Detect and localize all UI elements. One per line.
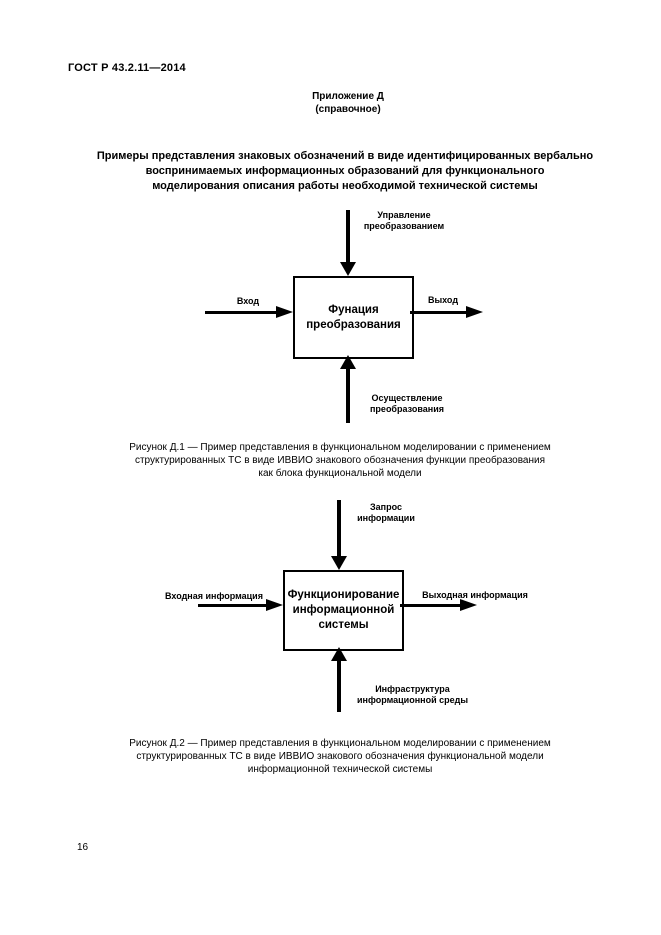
fig1-mechanism-arrowhead-icon: [340, 355, 356, 369]
appendix-title: Приложение Д: [312, 91, 384, 102]
fig2-input-arrow-line: [198, 604, 268, 607]
figure-1-caption: Рисунок Д.1 — Пример представления в фун…: [129, 442, 551, 479]
appendix-note: (справочное): [315, 104, 381, 115]
fig2-mechanism-label: Инфраструктура информационной среды: [356, 684, 469, 705]
fig1-control-label: Управление преобразованием: [363, 210, 445, 231]
fig2-function-box: Функционирование информационной системы: [283, 570, 404, 651]
fig1-output-label: Выход: [427, 295, 459, 305]
document-number: ГОСТ Р 43.2.11—2014: [68, 62, 186, 74]
fig2-output-arrowhead-icon: [460, 599, 477, 611]
fig1-function-box: Фунация преобразования: [293, 276, 414, 359]
fig2-control-label: Запрос информации: [357, 502, 415, 523]
fig2-control-arrowhead-icon: [331, 556, 347, 570]
fig2-input-arrowhead-icon: [266, 599, 283, 611]
fig2-control-arrow-line: [337, 500, 341, 557]
fig1-input-arrow-line: [205, 311, 278, 314]
fig2-mechanism-arrow-line: [337, 659, 341, 712]
fig1-mechanism-label: Осуществление преобразования: [370, 393, 444, 414]
page-number: 16: [77, 842, 89, 853]
fig2-input-label: Входная информация: [165, 591, 263, 601]
fig1-mechanism-arrow-line: [346, 368, 350, 423]
fig1-input-label: Вход: [236, 296, 260, 306]
appendix-heading: Приложение Д (справочное): [188, 90, 508, 116]
fig1-control-arrowhead-icon: [340, 262, 356, 276]
fig1-control-arrow-line: [346, 210, 350, 264]
fig2-output-arrow-line: [400, 604, 462, 607]
fig2-mechanism-arrowhead-icon: [331, 647, 347, 661]
figure-2-caption: Рисунок Д.2 — Пример представления в фун…: [129, 738, 551, 775]
fig1-output-arrowhead-icon: [466, 306, 483, 318]
fig1-output-arrow-line: [410, 311, 468, 314]
fig2-output-label: Выходная информация: [422, 590, 528, 600]
document-title: Примеры представления знаковых обозначен…: [96, 150, 594, 192]
fig1-input-arrowhead-icon: [276, 306, 293, 318]
